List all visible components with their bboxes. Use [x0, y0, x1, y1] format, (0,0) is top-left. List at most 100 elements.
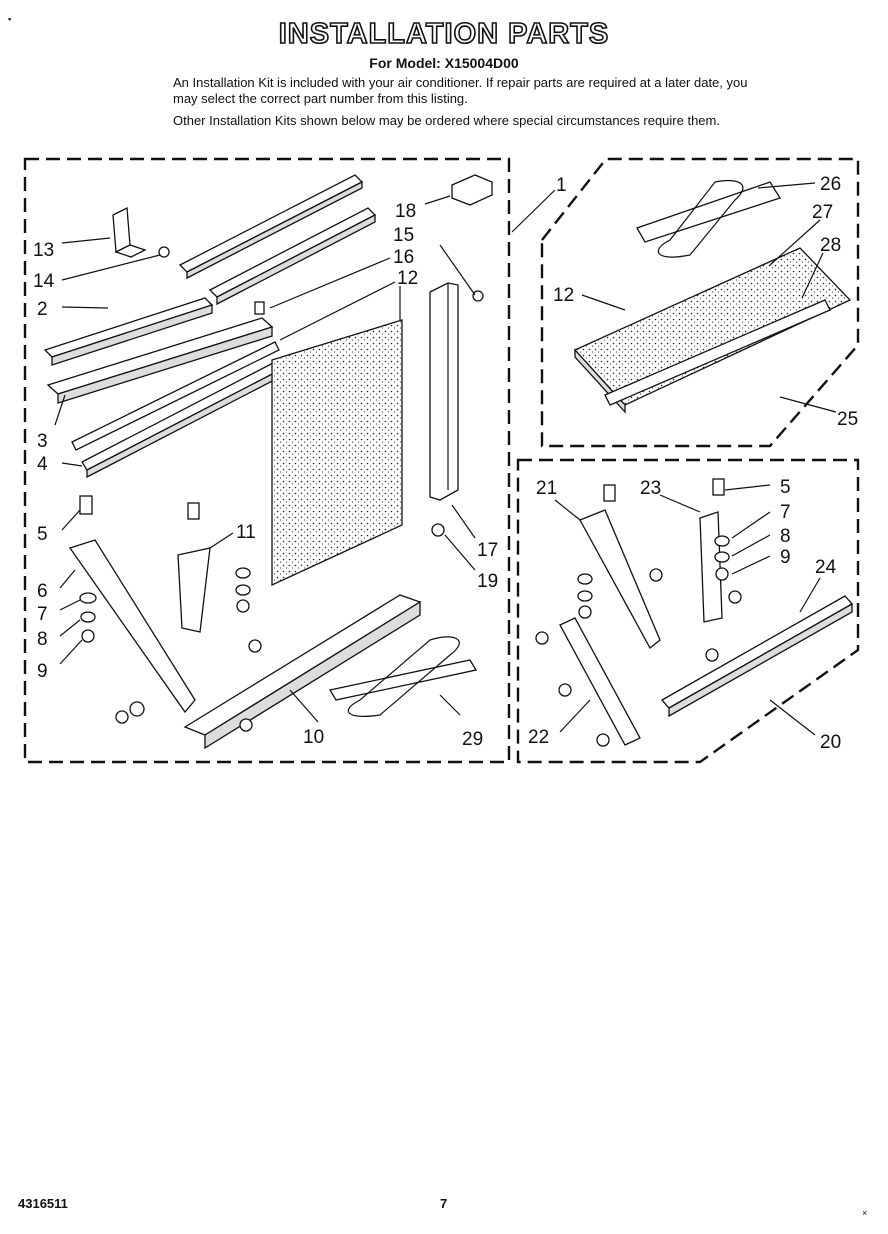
callout-29: 29	[462, 729, 483, 750]
bolt-5	[79, 495, 93, 515]
washer-11b	[235, 584, 251, 596]
callout-22: 22	[528, 727, 549, 748]
washer-21a	[577, 573, 593, 585]
corner-mark-bottom-right: ×	[862, 1208, 868, 1218]
sill-screw	[239, 718, 253, 732]
screw-14	[158, 246, 170, 258]
foam-kit-frame	[540, 157, 860, 448]
callout-9b: 9	[780, 547, 791, 568]
screw-22a	[535, 631, 549, 645]
sill-rail-24-side	[668, 602, 853, 718]
callout-26: 26	[820, 174, 841, 195]
callout-28: 28	[820, 235, 841, 256]
callout-1: 1	[556, 175, 567, 196]
intro-paragraph-2: Other Installation Kits shown below may …	[173, 113, 720, 128]
screw-22c	[596, 733, 610, 747]
corner-mark-top-left: ▪	[8, 14, 12, 24]
washer-set-24	[705, 648, 719, 662]
nut-21	[578, 605, 592, 619]
callout-5: 5	[37, 524, 48, 545]
callout-16: 16	[393, 247, 414, 268]
callout-17: 17	[477, 540, 498, 561]
gasket-loop	[347, 636, 460, 717]
callout-20: 20	[820, 732, 841, 753]
intro-text-2: Other Installation Kits shown below may …	[173, 113, 753, 135]
lockwasher-8	[80, 611, 96, 623]
main-kit-frame	[23, 157, 511, 764]
lockwasher-8-right	[714, 551, 730, 563]
nut-9	[81, 629, 95, 643]
callout-27: 27	[812, 202, 833, 223]
page-title: INSTALLATION PARTS	[278, 17, 610, 51]
screw-15b	[472, 290, 484, 302]
page-number: 7	[440, 1196, 448, 1211]
foam-channel	[604, 299, 831, 406]
bracket-21	[579, 509, 661, 649]
callout-18: 18	[395, 201, 416, 222]
gasket-strip-26	[636, 181, 781, 243]
side-angle-3-side	[57, 326, 273, 404]
bracket-23	[699, 511, 723, 623]
callout-7b: 7	[780, 502, 791, 523]
bracket-22	[559, 617, 641, 746]
callout-5b: 5	[780, 477, 791, 498]
callout-3: 3	[37, 431, 48, 452]
callout-25: 25	[837, 409, 858, 430]
callout-12: 12	[397, 268, 418, 289]
callout-7: 7	[37, 604, 48, 625]
washer-set-left	[129, 701, 145, 717]
support-brace	[177, 547, 211, 633]
nut-11	[236, 599, 250, 613]
top-angle-upper-side	[186, 180, 363, 280]
side-angle-16	[71, 341, 280, 451]
model-line: For Model: X15004D00	[369, 55, 519, 71]
bolt-11	[187, 502, 200, 520]
washer-set-23	[728, 590, 742, 604]
washer-set-21	[649, 568, 663, 582]
sill-rail-24	[660, 595, 854, 709]
intro-text: An Installation Kit is included with you…	[173, 75, 753, 113]
callout-8b: 8	[780, 526, 791, 547]
side-channel	[429, 282, 459, 501]
washer-11a	[235, 567, 251, 579]
callout-15: 15	[393, 225, 414, 246]
callout-14: 14	[33, 271, 55, 292]
callout-2: 2	[37, 299, 48, 320]
callout-10: 10	[303, 727, 324, 748]
washer-7	[79, 592, 97, 604]
gasket-loop-26	[657, 179, 744, 258]
callout-4: 4	[37, 454, 48, 475]
washer-21b	[577, 590, 593, 602]
callout-21: 21	[536, 478, 557, 499]
foam-panel	[271, 319, 403, 587]
bolt-5-right	[712, 478, 725, 496]
bracket-kit-frame	[516, 458, 860, 764]
corner-bracket-base	[114, 244, 147, 258]
screw-22b	[558, 683, 572, 697]
intro-paragraph-1: An Installation Kit is included with you…	[173, 75, 748, 106]
callout-23: 23	[640, 478, 661, 499]
bolt-21	[603, 484, 616, 502]
callout-labels: 1 2 3 4 5 6 7 8 9 10 11 12 13 14 15 16 1…	[33, 174, 858, 753]
leader-lines	[54, 182, 837, 736]
gasket-strip	[328, 659, 478, 701]
callout-8: 8	[37, 629, 48, 650]
washer-7-right	[714, 535, 730, 547]
callout-13: 13	[33, 240, 54, 261]
corner-bracket	[112, 206, 131, 254]
nut-9-right	[715, 567, 729, 581]
washer-set-mid	[248, 639, 262, 653]
support-bracket	[68, 539, 196, 714]
foam-sheet	[573, 247, 852, 406]
callout-9: 9	[37, 661, 48, 682]
nut-left	[115, 710, 129, 724]
top-angle-lower-side	[216, 213, 376, 306]
top-angle-upper	[178, 174, 364, 273]
document-number: 4316511	[18, 1196, 68, 1211]
callout-11: 11	[236, 522, 256, 543]
nut-19	[431, 523, 445, 537]
sill-support-side	[204, 600, 421, 750]
sill-support	[183, 594, 422, 736]
screw-15	[254, 301, 265, 315]
